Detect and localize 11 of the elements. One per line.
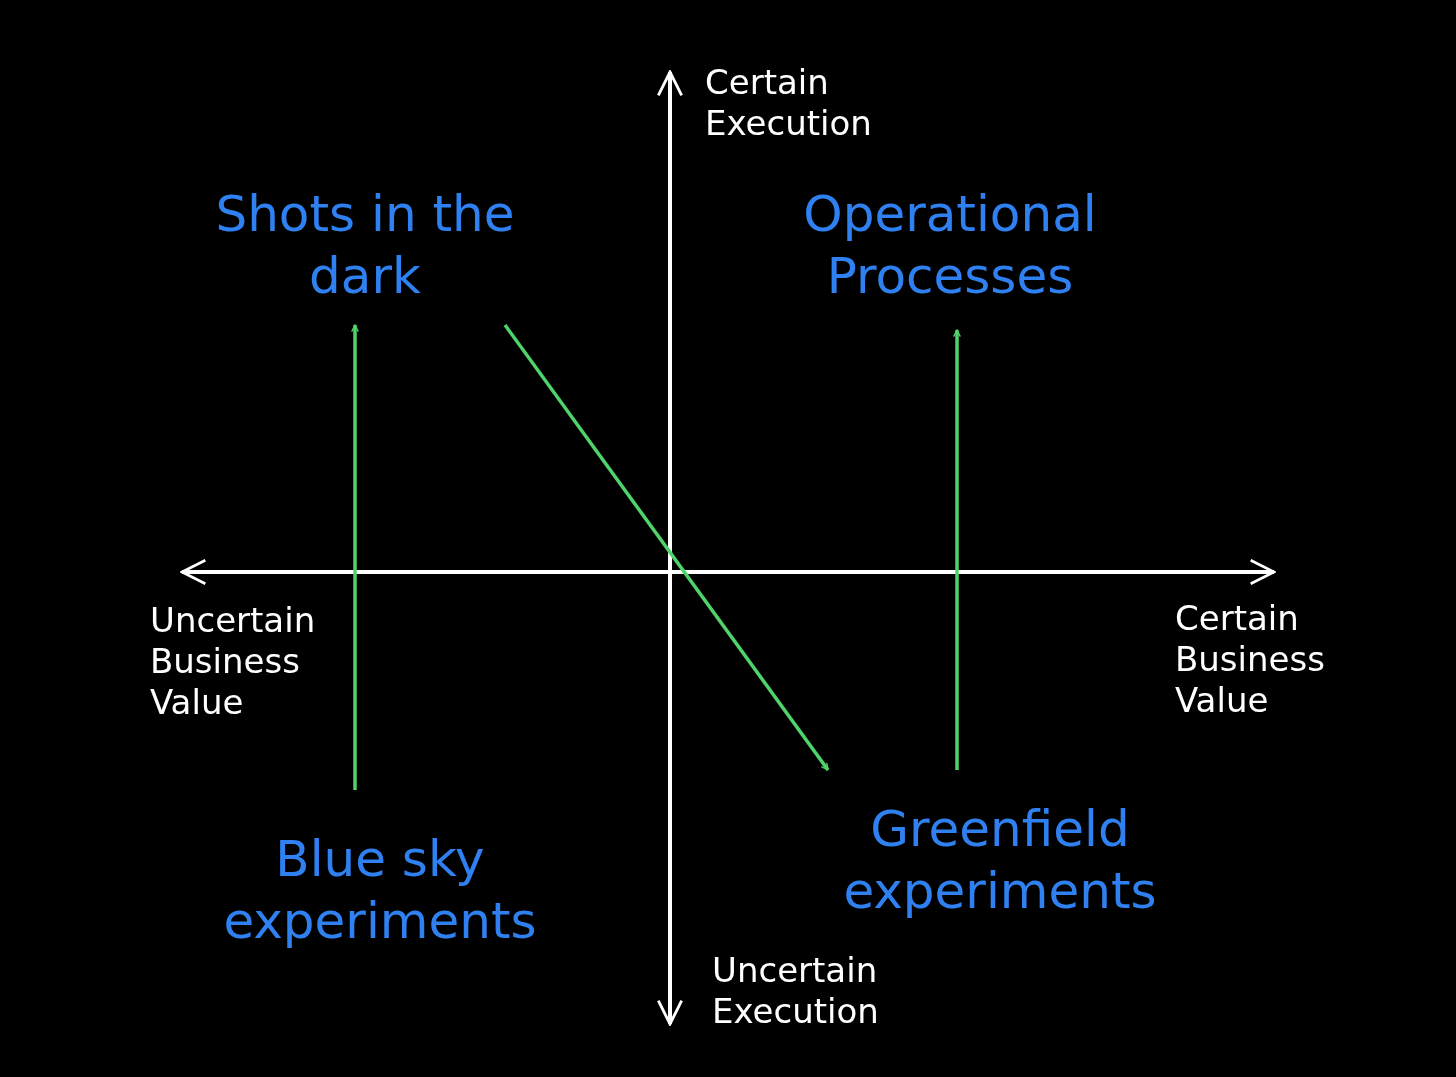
quadrant-label: Operational Processes <box>802 183 1098 307</box>
arrow <box>503 323 830 772</box>
axis-label: Uncertain Business Value <box>150 600 317 723</box>
arrow <box>953 329 961 770</box>
quadrant-label: Blue sky experiments <box>223 828 537 952</box>
arrow <box>351 324 359 790</box>
quadrant-label: Shots in the dark <box>215 183 515 307</box>
axis-label: Uncertain Execution <box>712 950 880 1032</box>
quadrant-label: Greenfield experiments <box>842 798 1158 922</box>
axis-label: Certain Business Value <box>1175 598 1326 721</box>
axis-label: Certain Execution <box>705 62 873 144</box>
